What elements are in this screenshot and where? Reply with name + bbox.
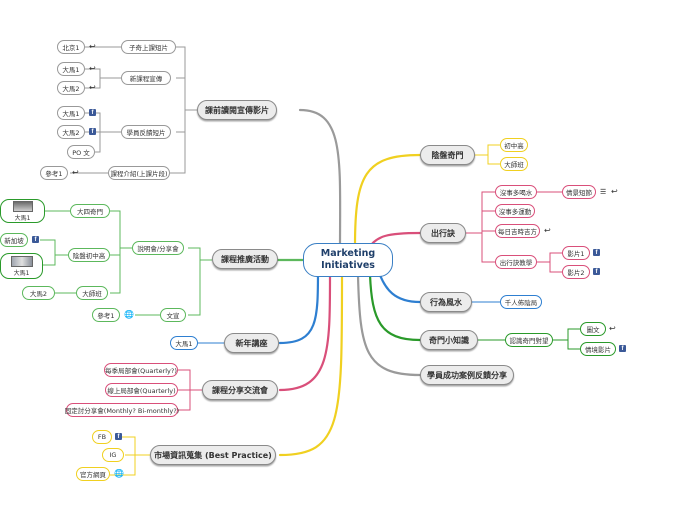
jue-subleaf-video1[interactable]: 影片1 — [562, 246, 590, 260]
video-leaf-malaysia1[interactable]: 大馬1 — [57, 62, 85, 76]
central-topic-line1: Marketing — [320, 248, 376, 259]
link-icon[interactable]: ↩ — [89, 64, 96, 73]
link-icon[interactable]: ↩ — [89, 83, 96, 92]
share-leaf-2[interactable]: 線上局部會(Quarterly) — [105, 383, 178, 397]
globe-icon[interactable]: 🌐 — [114, 469, 124, 478]
facebook-icon[interactable]: f — [32, 236, 39, 243]
promo-leaf-singapore[interactable]: 新加坡 — [0, 233, 28, 247]
share-leaf-3[interactable]: 固定討分享會(Monthly? Bi-monthly?) — [65, 403, 179, 417]
video-sub-1[interactable]: 子奇上課短片 — [121, 40, 176, 54]
video-sub-4[interactable]: 課程介紹(上課片段) — [108, 166, 170, 180]
tips-leaf-graphic[interactable]: 圖文 — [580, 322, 606, 336]
topic-promo[interactable]: 課程推廣活動 — [212, 249, 278, 269]
link-icon[interactable]: ↩ — [544, 226, 551, 235]
link-icon[interactable]: ↩ — [609, 324, 616, 333]
qimen-leaf-2[interactable]: 大師班 — [500, 157, 528, 171]
facebook-icon[interactable]: f — [89, 128, 96, 135]
link-icon[interactable]: ↩ — [89, 42, 96, 51]
promo-subsub-2[interactable]: 陰盤初中高 — [68, 248, 110, 262]
topic-newyear[interactable]: 新年講座 — [224, 333, 279, 353]
promo-leaf-label: 大馬1 — [14, 214, 31, 222]
link-icon[interactable]: ↩ — [72, 168, 79, 177]
jue-sub-3[interactable]: 每日吉時吉方 — [495, 224, 540, 238]
newyear-leaf-malaysia1[interactable]: 大馬1 — [170, 336, 198, 350]
promo-leaf-image-malaysia1b[interactable]: 大馬1 — [0, 253, 43, 279]
promo-subsub-1[interactable]: 大四奇門 — [70, 204, 110, 218]
globe-icon[interactable]: 🌐 — [124, 310, 134, 319]
topic-cases[interactable]: 學員成功案例反饋分享 — [420, 365, 514, 385]
jue-sub-2[interactable]: 沒事多運動 — [495, 204, 535, 218]
thumbnail-image — [12, 200, 33, 212]
topic-qimen[interactable]: 陰盤奇門 — [420, 145, 475, 165]
market-leaf-website[interactable]: 官方網頁 — [76, 467, 110, 481]
video-sub-2[interactable]: 新課程宣傳 — [121, 71, 171, 85]
connector-share — [278, 273, 332, 392]
fengshui-leaf-1[interactable]: 千人佈陰局 — [500, 295, 542, 309]
video-leaf-beijing1[interactable]: 北京1 — [57, 40, 85, 54]
share-leaf-1[interactable]: 每季局部會(Quarterly?) — [104, 363, 178, 377]
note-icon[interactable]: ☰ — [600, 188, 607, 196]
central-topic-line2: Initiatives — [321, 260, 375, 271]
tips-leaf-video[interactable]: 情境影片 — [580, 342, 616, 356]
facebook-icon[interactable]: f — [619, 345, 626, 352]
connector-video — [298, 108, 342, 252]
topic-fengshui[interactable]: 行為風水 — [420, 292, 472, 312]
video-leaf-malaysia2[interactable]: 大馬2 — [57, 81, 85, 95]
facebook-icon[interactable]: f — [593, 268, 600, 275]
facebook-icon[interactable]: f — [115, 433, 122, 440]
jue-subleaf-video2[interactable]: 影片2 — [562, 265, 590, 279]
facebook-icon[interactable]: f — [89, 109, 96, 116]
connector-cases — [356, 274, 422, 377]
central-topic[interactable]: Marketing Initiatives — [303, 243, 393, 277]
tips-sub[interactable]: 認識奇門對望 — [505, 333, 553, 347]
topic-share[interactable]: 課程分享交流會 — [202, 380, 278, 400]
promo-leaf-label: 大馬1 — [13, 269, 30, 277]
promo-sub-seminar[interactable]: 說明會/分享會 — [132, 241, 184, 255]
topic-tips[interactable]: 奇門小知識 — [420, 330, 478, 350]
promo-leaf-image-malaysia1[interactable]: 大馬1 — [0, 199, 45, 223]
market-leaf-fb[interactable]: FB — [92, 430, 112, 444]
jue-sub-1[interactable]: 沒事多喝水 — [495, 185, 537, 199]
connector-qimen — [353, 153, 422, 248]
video-leaf-malaysia2b[interactable]: 大馬2 — [57, 125, 85, 139]
market-leaf-ig[interactable]: IG — [102, 448, 124, 462]
link-icon[interactable]: ↩ — [611, 187, 618, 196]
jue-sub-4[interactable]: 出行訣教學 — [495, 255, 537, 269]
promo-leaf-ref1[interactable]: 參考1 — [92, 308, 120, 322]
topic-jue[interactable]: 出行訣 — [420, 223, 466, 243]
video-leaf-ref1[interactable]: 參考1 — [40, 166, 68, 180]
jue-subleaf-scene[interactable]: 情景短節 — [562, 185, 596, 199]
topic-video[interactable]: 課前讀閱宣傳影片 — [197, 100, 277, 120]
video-leaf-malaysia1b[interactable]: 大馬1 — [57, 106, 85, 120]
qimen-leaf-1[interactable]: 初中高 — [500, 138, 528, 152]
connector-tips — [368, 273, 422, 342]
promo-subsub-3[interactable]: 大師班 — [76, 286, 108, 300]
video-sub-3[interactable]: 學員反饋短片 — [121, 125, 171, 139]
promo-leaf-malaysia2[interactable]: 大馬2 — [22, 286, 55, 300]
video-leaf-post[interactable]: PO 文 — [67, 145, 95, 159]
connector-newyear — [278, 266, 320, 345]
promo-sub-flyer[interactable]: 文宣 — [160, 308, 186, 322]
thumbnail-image — [10, 255, 33, 267]
facebook-icon[interactable]: f — [593, 249, 600, 256]
topic-market[interactable]: 市場資訊蒐集 (Best Practice) — [150, 445, 276, 465]
connector-market — [278, 273, 344, 457]
